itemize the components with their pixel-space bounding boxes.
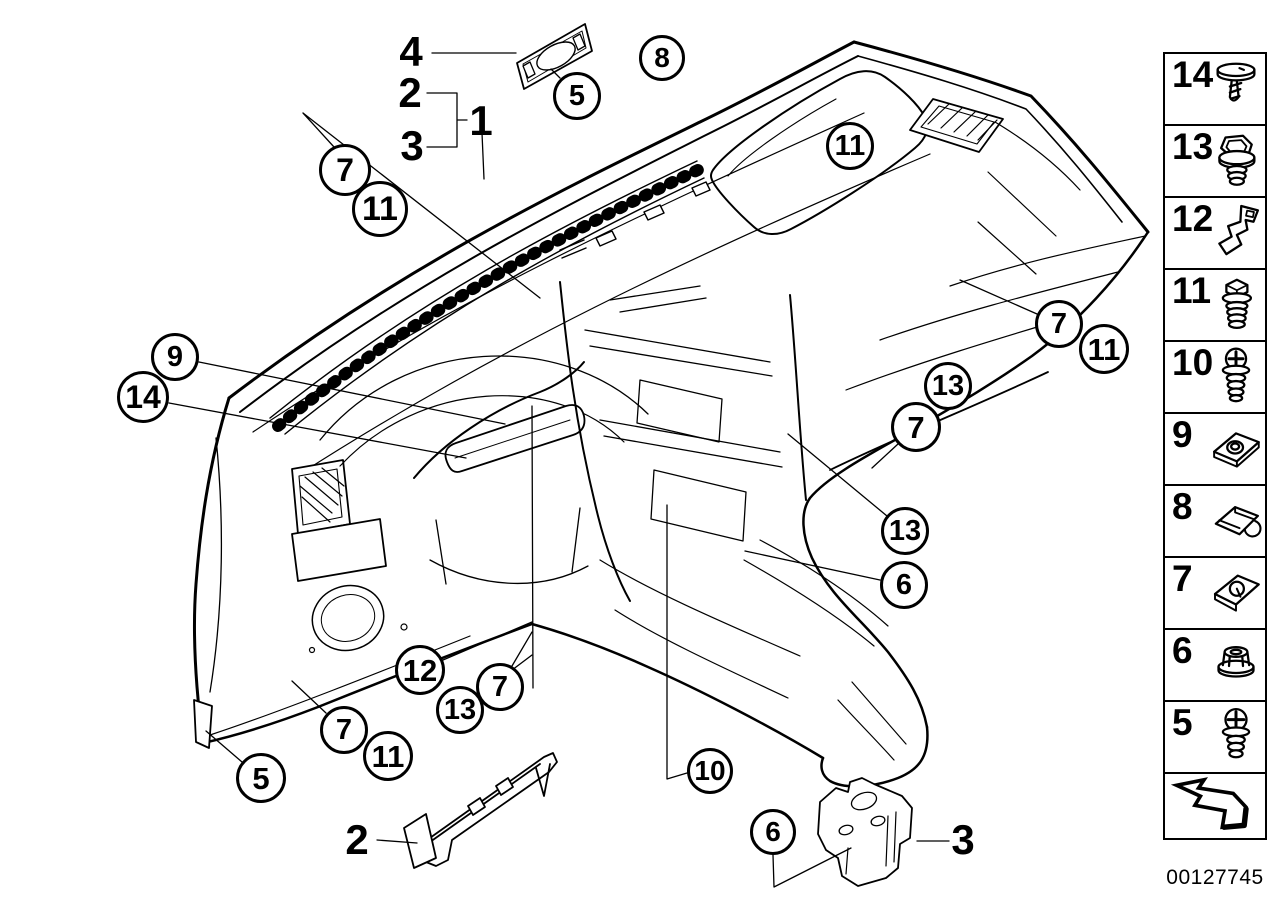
callout-11[interactable]: 11	[826, 122, 874, 170]
callout-5[interactable]: 5	[553, 72, 601, 120]
legend-nav-arrow[interactable]	[1163, 772, 1267, 840]
dashboard-line-art	[168, 23, 1150, 888]
phillips-screw-icon	[1208, 704, 1264, 771]
metal-bracket-clip-icon	[1208, 200, 1264, 267]
legend-item-8[interactable]: 8	[1163, 484, 1267, 558]
callout-10[interactable]: 10	[687, 748, 733, 794]
callout-5[interactable]: 5	[236, 753, 286, 803]
legend-item-number: 14	[1172, 54, 1214, 95]
legend-item-14[interactable]: 14	[1163, 52, 1267, 126]
callout-7[interactable]: 7	[891, 402, 941, 452]
callout-9[interactable]: 9	[151, 333, 199, 381]
hex-flange-nut-icon	[1208, 632, 1264, 699]
hex-head-screw-icon	[1208, 272, 1264, 339]
legend-item-5[interactable]: 5	[1163, 700, 1267, 774]
callout-2[interactable]: 2	[345, 816, 369, 863]
callout-13[interactable]: 13	[881, 507, 929, 555]
legend-item-10[interactable]: 10	[1163, 340, 1267, 414]
legend-item-number: 7	[1172, 558, 1193, 599]
legend-item-12[interactable]: 12	[1163, 196, 1267, 270]
legend-item-number: 6	[1172, 630, 1193, 671]
return-arrow-icon	[1166, 773, 1264, 840]
legend-item-13[interactable]: 13	[1163, 124, 1267, 198]
legend-item-number: 9	[1172, 414, 1193, 455]
callout-8[interactable]: 8	[639, 35, 685, 81]
callout-7[interactable]: 7	[476, 663, 524, 711]
pan-head-screw-icon	[1208, 56, 1264, 123]
legend-item-number: 13	[1172, 126, 1214, 167]
legend-item-9[interactable]: 9	[1163, 412, 1267, 486]
sheet-metal-clip-nut-icon	[1208, 416, 1264, 483]
clip-nut-keyhole-icon	[1208, 560, 1264, 627]
callout-7[interactable]: 7	[320, 706, 368, 754]
callout-4[interactable]: 4	[399, 28, 423, 75]
legend-item-7[interactable]: 7	[1163, 556, 1267, 630]
callout-13[interactable]: 13	[924, 362, 972, 410]
callout-12[interactable]: 12	[395, 645, 445, 695]
callout-7[interactable]: 7	[1035, 300, 1083, 348]
legend-item-6[interactable]: 6	[1163, 628, 1267, 702]
parts-legend: 14 13 12 11 10 9 8 7 6 5	[1163, 52, 1267, 840]
legend-item-number: 8	[1172, 486, 1193, 527]
phillips-pan-screw-icon	[1208, 344, 1264, 411]
callout-6[interactable]: 6	[880, 561, 928, 609]
legend-item-11[interactable]: 11	[1163, 268, 1267, 342]
callout-3[interactable]: 3	[400, 122, 424, 169]
callout-13[interactable]: 13	[436, 686, 484, 734]
callout-11[interactable]: 11	[352, 181, 408, 237]
callout-6[interactable]: 6	[750, 809, 796, 855]
callout-1[interactable]: 1	[469, 97, 493, 144]
hex-flange-bolt-icon	[1208, 128, 1264, 195]
callout-11[interactable]: 11	[363, 731, 413, 781]
spring-clip-icon	[1208, 488, 1264, 555]
legend-item-number: 12	[1172, 198, 1214, 239]
callout-3[interactable]: 3	[951, 816, 975, 863]
callout-2[interactable]: 2	[398, 69, 422, 116]
legend-item-number: 10	[1172, 342, 1214, 383]
drawing-number: 00127745	[1166, 866, 1264, 889]
callout-14[interactable]: 14	[117, 371, 169, 423]
legend-item-number: 11	[1172, 270, 1212, 311]
legend-item-number: 5	[1172, 702, 1193, 743]
callout-11[interactable]: 11	[1079, 324, 1129, 374]
